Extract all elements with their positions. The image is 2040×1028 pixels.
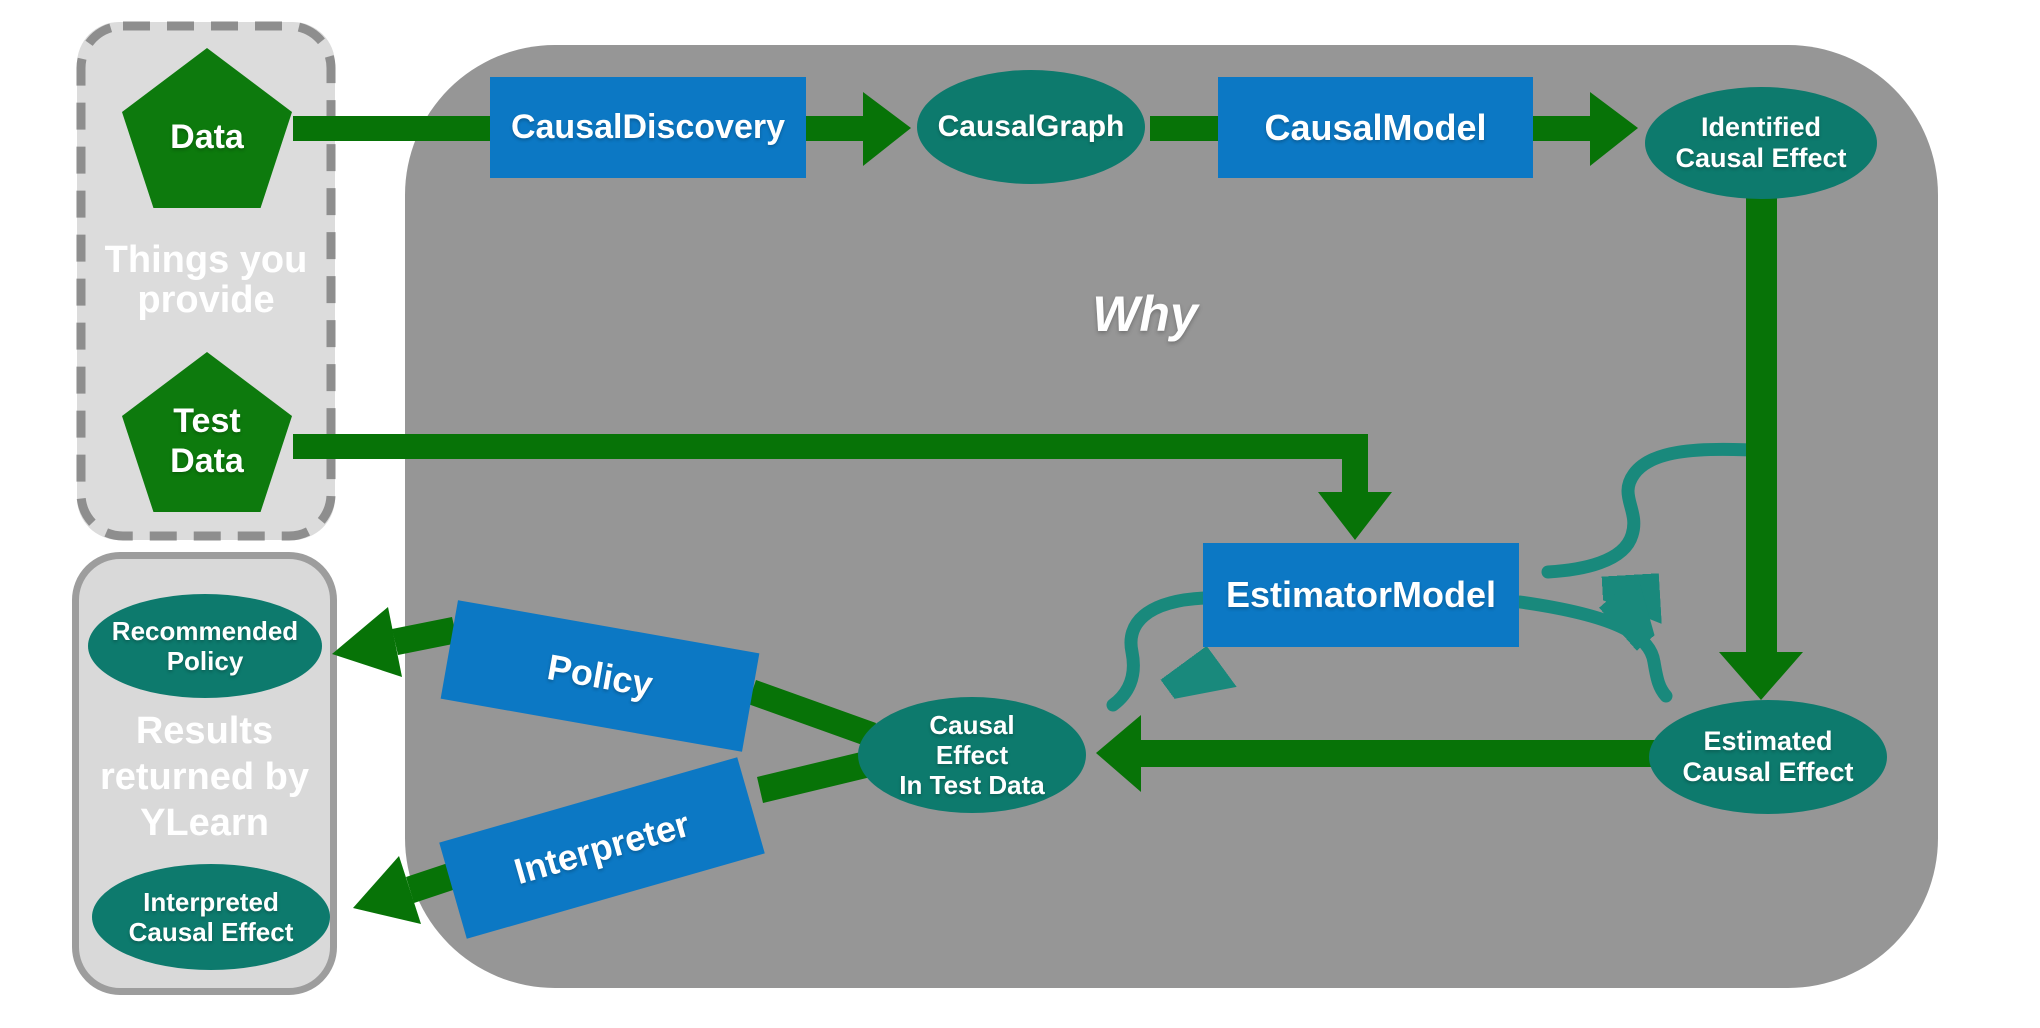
arrow-ce-test-to-policy xyxy=(748,680,876,747)
arrow-ce-test-to-interpreter xyxy=(757,750,875,803)
node-test-data-line2: Data xyxy=(170,442,244,480)
node-test-data-line1: Test xyxy=(173,401,241,440)
node-identified-causal-effect: Identified Causal Effect xyxy=(1645,87,1877,199)
arrow-identified-to-estimated-head xyxy=(1719,652,1803,700)
provide-label-line1: Things you xyxy=(104,239,308,281)
arrow-data-to-causaldiscovery xyxy=(293,116,492,141)
arrow-testdata-to-estimatormodel-head xyxy=(1318,492,1392,540)
arrow-interpreter-to-interpreted-bar xyxy=(406,863,456,903)
results-label-line3: YLearn xyxy=(140,802,269,844)
arrow-identified-to-estimated-bar xyxy=(1746,196,1777,652)
node-causal-model: CausalModel xyxy=(1218,77,1533,178)
arrow-causaldiscovery-to-causalgraph-head xyxy=(863,92,911,166)
node-interpreter-label: Interpreter xyxy=(509,802,695,893)
node-interpreted-causal-effect: Interpreted Causal Effect xyxy=(92,864,330,970)
node-recommended-line1: Recommended xyxy=(111,615,299,646)
node-estimated-causal-effect: Estimated Causal Effect xyxy=(1649,700,1887,814)
node-identified-line2: Causal Effect xyxy=(1675,143,1847,173)
node-ce-test-line3: In Test Data xyxy=(899,770,1045,801)
curve-identified-to-estimatormodel xyxy=(1541,442,1775,572)
arrow-policy-to-recommended-head xyxy=(332,607,402,677)
node-causal-graph-label: CausalGraph xyxy=(937,109,1125,143)
arrow-interpreter-to-interpreted-head xyxy=(353,856,421,924)
arrow-estimated-to-ce-test-head xyxy=(1096,715,1141,792)
why-title: Why xyxy=(1092,286,1198,342)
arrow-causaldiscovery-to-causalgraph-bar xyxy=(806,116,863,141)
node-identified-line1: Identified xyxy=(1701,111,1821,142)
arrow-estimated-to-ce-test-bar xyxy=(1141,740,1665,767)
node-causal-discovery-label: CausalDiscovery xyxy=(510,108,786,146)
node-causal-effect-in-test-data: Causal Effect In Test Data xyxy=(858,697,1086,813)
node-recommended-line2: Policy xyxy=(166,646,244,676)
node-estimator-model: EstimatorModel xyxy=(1203,543,1519,647)
arrow-causalgraph-to-causalmodel xyxy=(1150,116,1219,141)
arrow-testdata-to-estimatormodel-bar xyxy=(293,434,1368,492)
node-causal-model-label: CausalModel xyxy=(1264,106,1487,148)
results-label-line2: returned by xyxy=(99,756,310,798)
arrow-causalmodel-to-identified-bar xyxy=(1532,116,1590,141)
results-label-line1: Results xyxy=(135,710,274,752)
node-estimated-line1: Estimated xyxy=(1703,725,1833,756)
node-interpreted-line1: Interpreted xyxy=(143,886,279,917)
curve-estimatormodel-to-estimated xyxy=(1513,602,1666,703)
node-ce-test-line2: Effect xyxy=(935,739,1009,770)
provide-panel-dashed-border xyxy=(76,21,336,541)
node-causal-discovery: CausalDiscovery xyxy=(490,77,806,178)
provide-label-line2: provide xyxy=(137,279,275,321)
results-returned-label: Results returned by YLearn xyxy=(72,708,337,846)
curve-estimatormodel-to-ce-test xyxy=(1106,591,1204,705)
node-estimator-model-label: EstimatorModel xyxy=(1225,574,1497,615)
arrow-causalmodel-to-identified-head xyxy=(1590,92,1638,166)
node-recommended-policy: Recommended Policy xyxy=(88,594,322,698)
node-policy-label: Policy xyxy=(544,646,656,705)
node-interpreted-line2: Causal Effect xyxy=(128,917,294,947)
node-estimated-line2: Causal Effect xyxy=(1682,757,1854,787)
things-you-provide-label: Things you provide xyxy=(77,240,335,320)
node-causal-graph: CausalGraph xyxy=(917,70,1145,184)
node-data-label: Data xyxy=(170,117,244,156)
node-ce-test-line1: Causal xyxy=(929,709,1015,740)
arrow-policy-to-recommended-bar xyxy=(392,617,458,655)
